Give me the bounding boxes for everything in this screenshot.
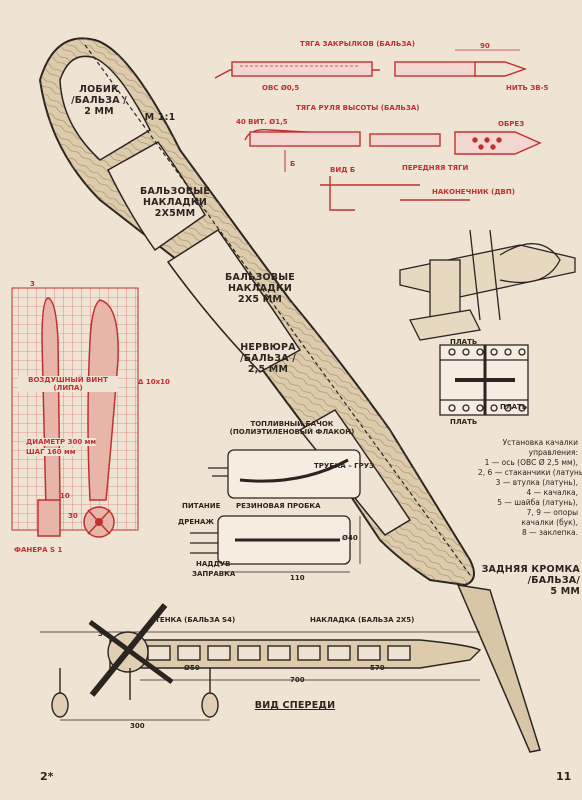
- front-view-title: ВИД СПЕРЕДИ: [254, 700, 336, 711]
- elevator-rod-title: ТЯГА РУЛЯ ВЫСОТЫ (БАЛЬЗА): [296, 104, 420, 112]
- tank-diameter: Ø40: [342, 534, 358, 542]
- flap-rod-dim: 90: [480, 42, 490, 50]
- propeller-diameter: ДИАМЕТР 300 мм: [26, 438, 97, 446]
- legend-line: управления:: [528, 448, 578, 457]
- propeller-10: 10: [60, 492, 70, 500]
- bellcrank-plate-1: ПЛАТЬ: [450, 338, 478, 346]
- legend-line: Установка качалки: [502, 438, 578, 447]
- flap-rod-wire: ОВС Ø0,5: [262, 84, 300, 92]
- page-number-left: 2*: [40, 770, 54, 783]
- trailing-edge-label: ЗАДНЯЯ КРОМКА /БАЛЬЗА/ 5 ММ: [481, 564, 580, 597]
- overlays-label-1: БАЛЬЗОВЫЕ НАКЛАДКИ 2Х5ММ: [140, 186, 210, 219]
- wing-panel: [38, 37, 541, 753]
- tank-title: ТОПЛИВНЫЙ БАЧОК (ПОЛИЭТИЛЕНОВЫЙ ФЛАКОН): [229, 420, 355, 436]
- rib-label: НЕРВЮРА /БАЛЬЗА / 2,5 ММ: [240, 342, 296, 375]
- tank-plug: РЕЗИНОВАЯ ПРОБКА: [236, 502, 321, 510]
- legend-line: 4 — качалка,: [526, 488, 579, 497]
- leading-edge-label: ЛОБИК /БАЛЬЗА / 2 ММ: [71, 84, 127, 117]
- elevator-view-b: ВИД Б: [330, 166, 356, 174]
- propeller-pitch: ШАГ 160 мм: [26, 448, 76, 456]
- legend-line: 5 — шайба (латунь),: [497, 498, 578, 507]
- tank-drain: ДРЕНАЖ: [178, 518, 214, 526]
- propeller-title: ВОЗДУШНЫЙ ВИНТ (ЛИПА): [18, 376, 118, 392]
- legend-line: 1 — ось (ОВС Ø 2,5 мм),: [484, 458, 578, 467]
- tank-feed: ПИТАНИЕ: [182, 502, 221, 510]
- propeller-3: 3: [30, 280, 35, 288]
- flap-rod-detail: [214, 49, 528, 79]
- front-overlay-label: НАКЛАДКА (БАЛЬЗА 2Х5): [310, 616, 415, 624]
- propeller-plywood: ФАНЕРА S 1: [14, 546, 63, 554]
- bellcrank-plate-2: ПЛАТЬ: [500, 403, 528, 411]
- legend-line: 8 — заклепка.: [522, 528, 578, 537]
- elevator-tip: НАКОНЕЧНИК (ДВП): [432, 188, 515, 196]
- elevator-rod-detail: [244, 129, 542, 211]
- front-wall-label: СТЕНКА (БАЛЬЗА S4): [150, 616, 236, 624]
- tank-tube: ТРУБКА – ГРУЗ: [314, 462, 375, 470]
- front-700: 700: [290, 676, 305, 684]
- flap-rod-title: ТЯГА ЗАКРЫЛКОВ (БАЛЬЗА): [300, 40, 415, 48]
- legend-line: 7, 9 — опоры: [526, 508, 578, 517]
- legend-line: качалки (бук),: [521, 518, 578, 527]
- front-d50: Ø50: [184, 664, 200, 672]
- flap-rod-thread: НИТЬ ЗВ-5: [506, 84, 549, 92]
- propeller-30: 30: [68, 512, 78, 520]
- legend-line: 2, 6 — стаканчики (латунь),: [478, 468, 582, 477]
- front-300: 300: [130, 722, 145, 730]
- elevator-winding: 40 ВИТ. Ø1,5: [236, 118, 288, 126]
- bellcrank-drawing: [399, 229, 576, 416]
- tank-fill: ЗАПРАВКА: [192, 570, 236, 578]
- bellcrank-plate-3: ПЛАТЬ: [450, 418, 478, 426]
- front-570: 570: [370, 664, 385, 672]
- elevator-drill: ОБРЕЗ: [498, 120, 525, 128]
- tank-boost: НАДДУВ: [196, 560, 231, 568]
- bellcrank-legend: Установка качалки управления: 1 — ось (О…: [478, 438, 582, 538]
- legend-line: 3 — втулка (латунь),: [495, 478, 578, 487]
- front-30: 30: [98, 630, 108, 638]
- propeller-side: Δ 10х10: [138, 378, 170, 386]
- page-number-right: 11: [556, 770, 572, 783]
- tank-length: 110: [290, 574, 305, 582]
- overlays-label-2: БАЛЬЗОВЫЕ НАКЛАДКИ 2Х5 ММ: [225, 272, 295, 305]
- front-view-drawing: [40, 603, 482, 721]
- scale-label: М 1:1: [144, 112, 176, 123]
- fuel-tank-drawing: [190, 449, 361, 573]
- elevator-front: ПЕРЕДНЯЯ ТЯГИ: [402, 164, 469, 172]
- elevator-b-mark: Б: [290, 160, 296, 168]
- propeller-drawing: [11, 287, 139, 538]
